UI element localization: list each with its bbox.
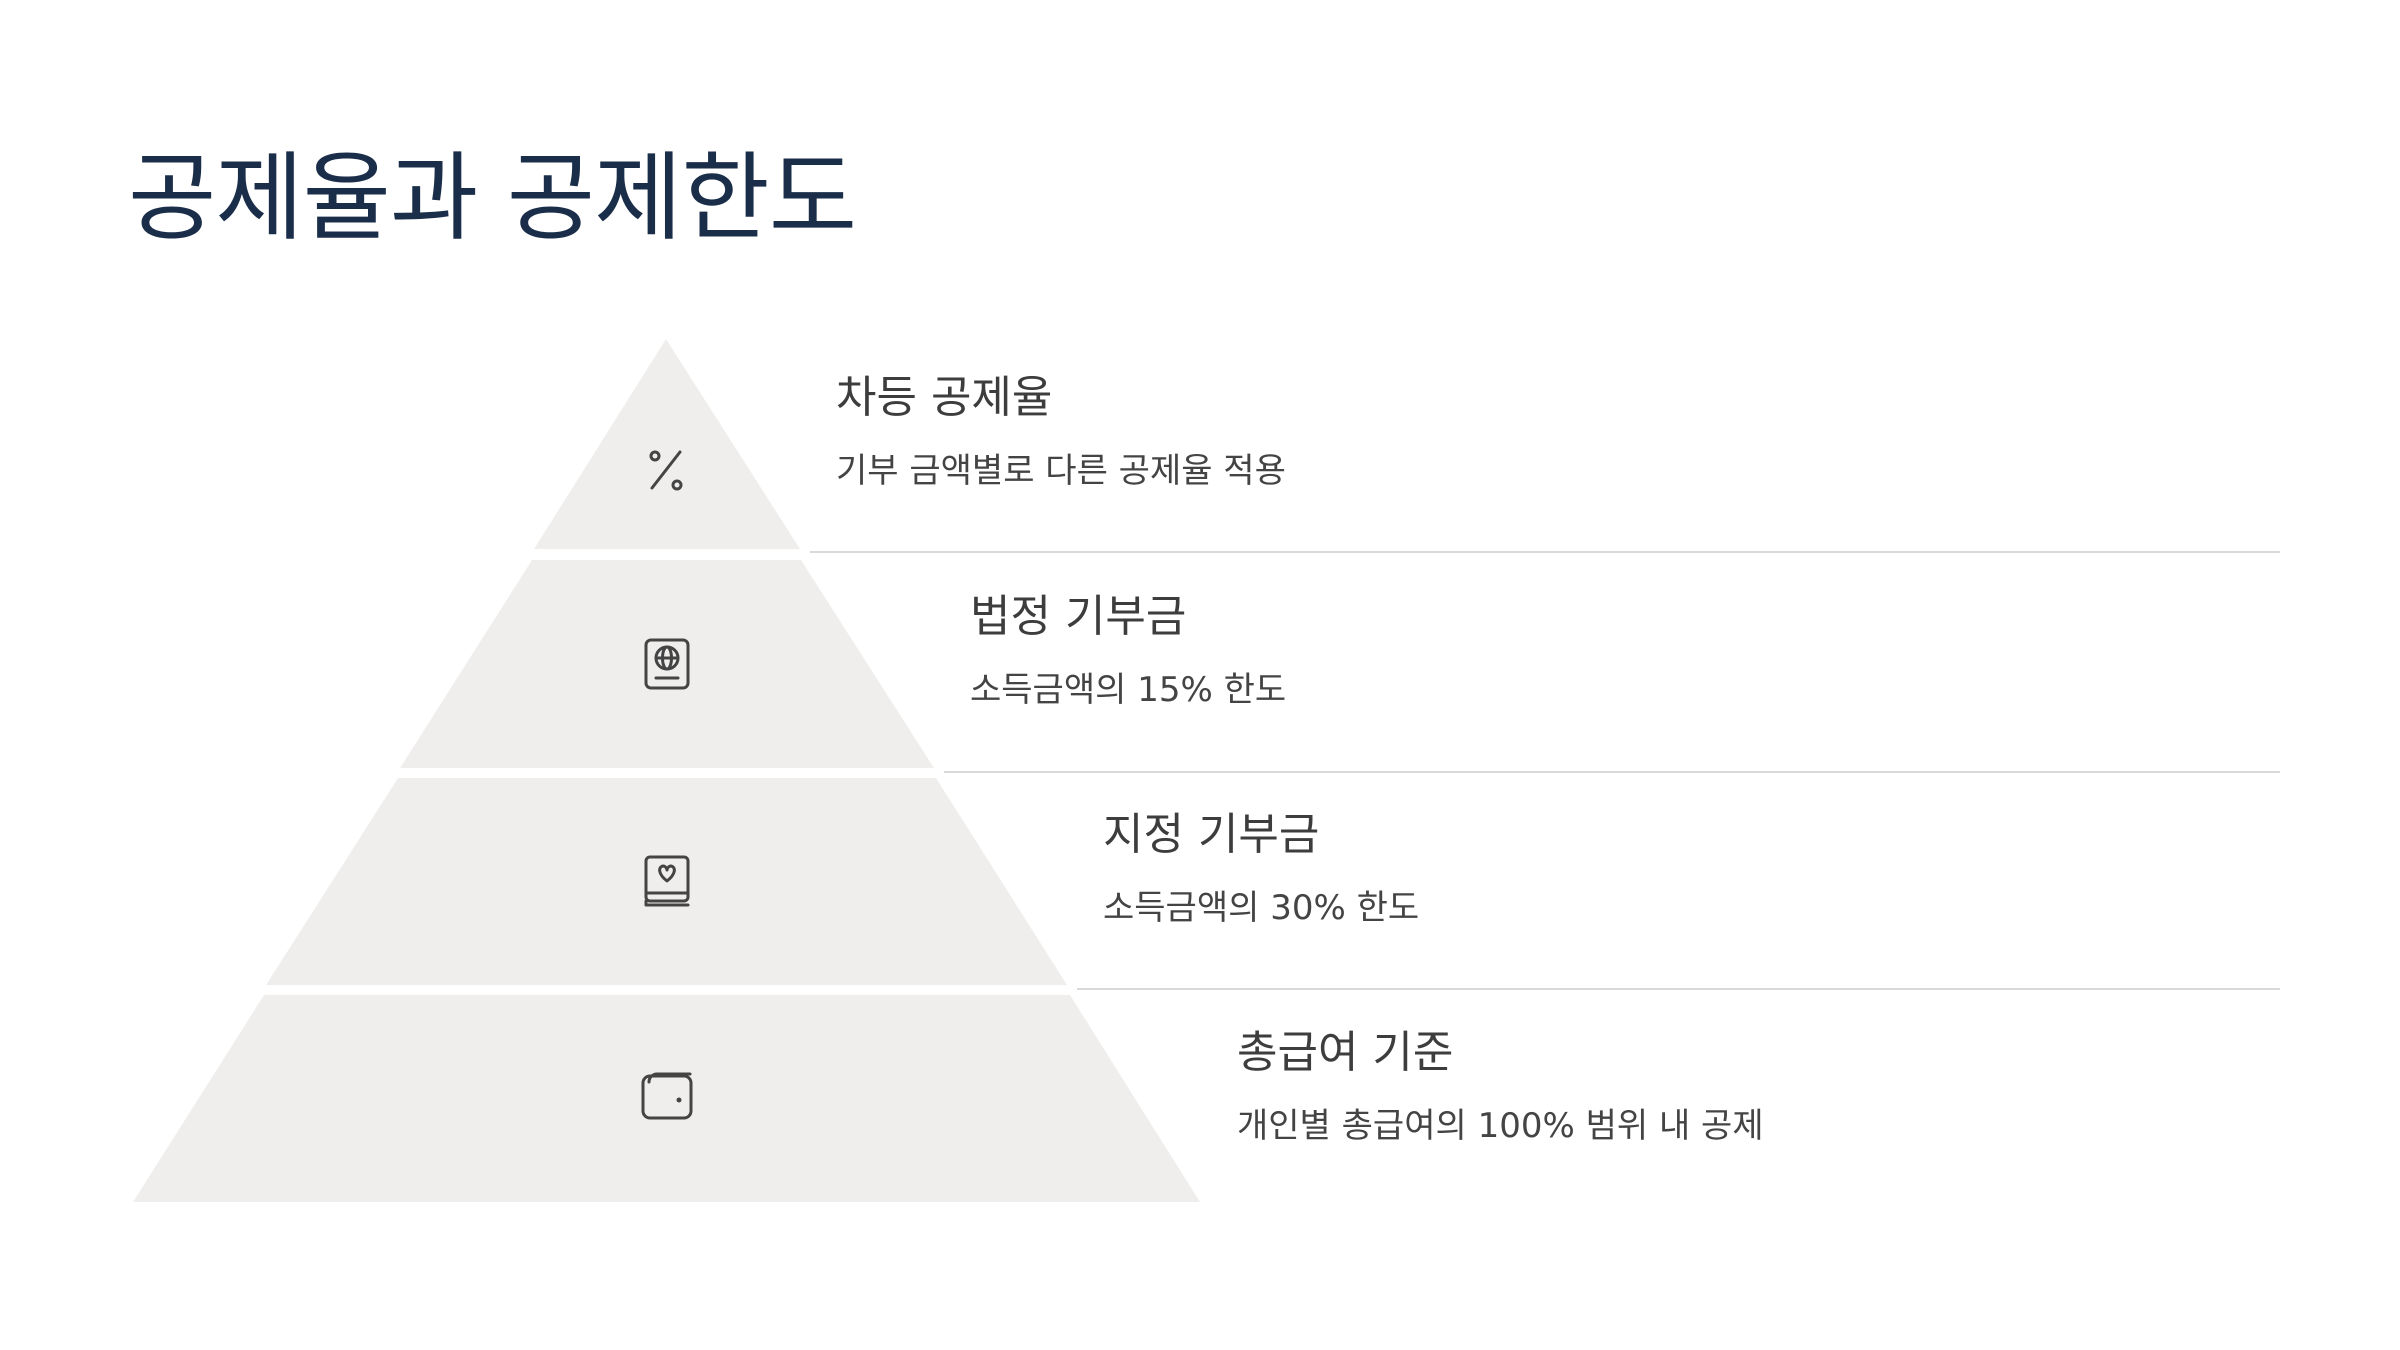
passport-globe-icon xyxy=(644,638,690,690)
tier-description: 기부 금액별로 다른 공제율 적용 xyxy=(836,450,1286,491)
pyramid-tier-4-shape xyxy=(133,995,1200,1202)
tier-description: 소득금액의 15% 한도 xyxy=(970,669,1287,710)
tier-description: 개인별 총급여의 100% 범위 내 공제 xyxy=(1237,1105,1764,1146)
tier-heading: 차등 공제율 xyxy=(836,372,1053,423)
pyramid-tier-4-text: 총급여 기준 개인별 총급여의 100% 범위 내 공제 xyxy=(1237,1027,1764,1147)
tier-heading: 지정 기부금 xyxy=(1103,809,1320,860)
pyramid-tier-1-text: 차등 공제율 기부 금액별로 다른 공제율 적용 xyxy=(836,372,1286,492)
tier-heading: 법정 기부금 xyxy=(970,591,1187,642)
pyramid-tier-3-text: 지정 기부금 소득금액의 30% 한도 xyxy=(1103,809,1419,929)
percent-icon xyxy=(649,450,683,491)
pyramid-tier-2-text: 법정 기부금 소득금액의 15% 한도 xyxy=(970,591,1286,711)
slide-title: 공제율과 공제한도 xyxy=(128,142,857,254)
wallet-icon xyxy=(641,1072,693,1120)
book-heart-icon xyxy=(644,855,690,907)
tier-description: 소득금액의 30% 한도 xyxy=(1103,887,1420,928)
tier-heading: 총급여 기준 xyxy=(1237,1027,1454,1078)
pyramid-tier-1-shape xyxy=(534,339,800,549)
pyramid-tier-2-shape xyxy=(400,560,934,768)
